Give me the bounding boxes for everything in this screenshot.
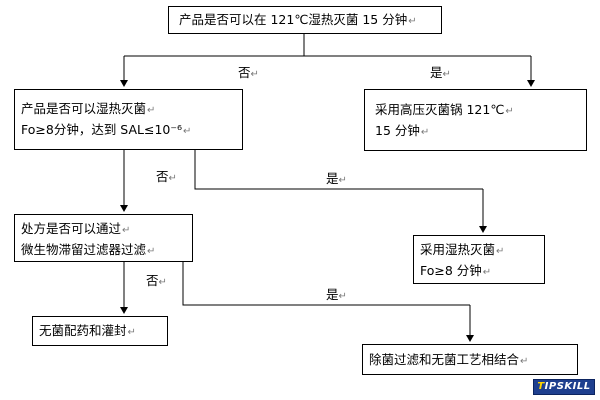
node-a1-line-1: 采用高压灭菌锅 121℃↵	[375, 102, 514, 117]
edge-label-yes-1: 是↵	[430, 65, 451, 80]
node-q1-line-1: 产品是否可以在 121℃湿热灭菌 15 分钟↵	[179, 12, 417, 27]
connector-q3-yes	[182, 262, 470, 306]
node-a3: 无菌配药和灌封↵	[32, 316, 168, 346]
node-q3: 处方是否可以通过↵ 微生物滞留过滤器过滤↵	[14, 214, 193, 262]
edge-label-no-1: 否↵	[238, 65, 259, 80]
node-a1: 采用高压灭菌锅 121℃↵ 15 分钟↵	[364, 89, 587, 151]
node-q2: 产品是否可以湿热灭菌↵ Fo≥8分钟，达到 SAL≤10⁻⁶↵	[14, 89, 243, 150]
edge-label-yes-2: 是↵	[326, 171, 347, 186]
node-q3-line-2: 微生物滞留过滤器过滤↵	[21, 242, 156, 257]
node-a2-line-2: Fo≥8 分钟↵	[420, 263, 492, 278]
node-q2-line-1: 产品是否可以湿热灭菌↵	[21, 101, 156, 116]
edge-label-no-3: 否↵	[146, 273, 167, 288]
node-q3-line-1: 处方是否可以通过↵	[21, 221, 131, 236]
node-q2-line-2: Fo≥8分钟，达到 SAL≤10⁻⁶↵	[21, 122, 192, 137]
node-a4: 除菌过滤和无菌工艺相结合↵	[362, 344, 578, 375]
node-a2: 采用湿热灭菌↵ Fo≥8 分钟↵	[413, 235, 545, 284]
connector-q2-yes	[194, 150, 483, 190]
node-q1: 产品是否可以在 121℃湿热灭菌 15 分钟↵	[168, 6, 442, 34]
edge-label-no-2: 否↵	[156, 169, 177, 184]
node-a4-line-1: 除菌过滤和无菌工艺相结合↵	[369, 352, 529, 367]
node-a2-line-1: 采用湿热灭菌↵	[420, 242, 505, 257]
node-a3-line-1: 无菌配药和灌封↵	[39, 323, 136, 338]
edge-label-yes-3: 是↵	[326, 287, 347, 302]
tipskill-watermark-logo: TIPSKILL	[533, 379, 595, 395]
node-a1-line-2: 15 分钟↵	[375, 123, 430, 138]
